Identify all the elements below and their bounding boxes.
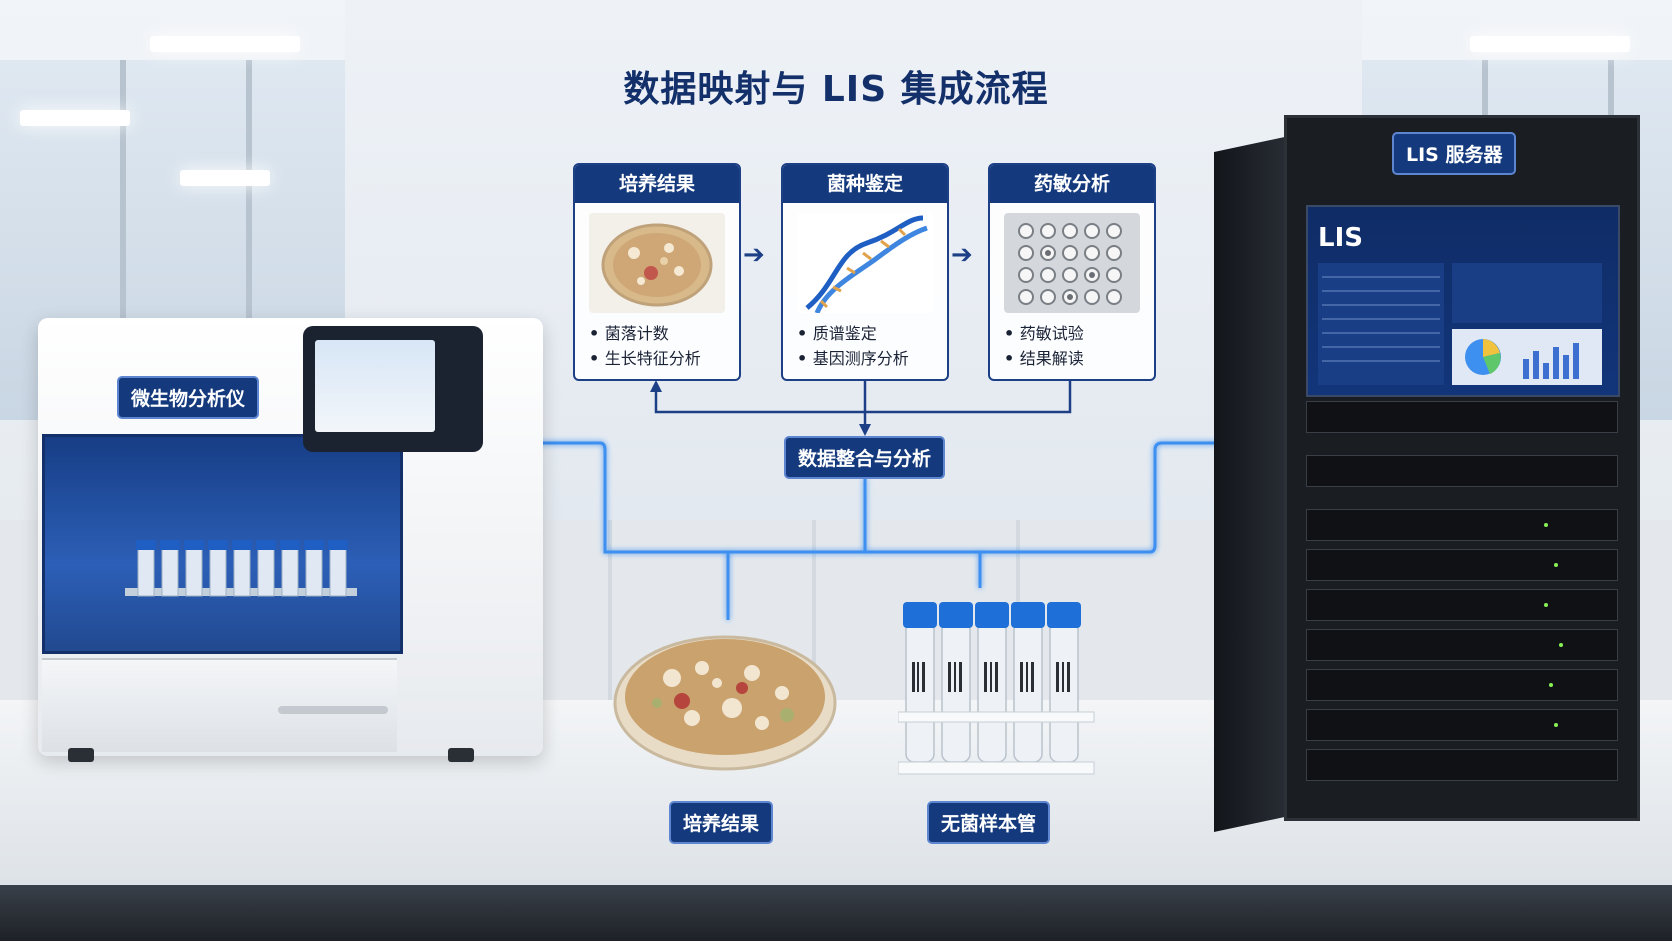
status-led	[1549, 683, 1553, 687]
server-rack-unit	[1306, 589, 1618, 621]
step-card-identification: 菌种鉴定 质谱鉴定 基因测序分析	[781, 163, 949, 381]
step-card-header: 药敏分析	[990, 165, 1154, 203]
ceiling-light	[150, 36, 300, 52]
ceiling-light	[180, 170, 270, 186]
server-side-panel	[1214, 135, 1294, 833]
server-rack-unit	[1306, 509, 1618, 541]
server-rack-unit	[1306, 749, 1618, 781]
analyzer-touchscreen	[303, 326, 483, 452]
server-rack-unit	[1306, 709, 1618, 741]
analyzer-drawer	[42, 658, 397, 752]
status-led	[1554, 723, 1558, 727]
step-item: 生长特征分析	[589, 346, 701, 371]
petri-dish	[613, 635, 837, 771]
step-card-header: 菌种鉴定	[783, 165, 947, 203]
touchscreen-display	[315, 340, 435, 432]
server-monitor-logo: LIS	[1318, 223, 1363, 253]
step-card-list: 菌落计数 生长特征分析	[589, 321, 701, 371]
ceiling-light	[20, 110, 130, 126]
step-card-list: 药敏试验 结果解读	[1004, 321, 1084, 371]
server-rack-unit	[1306, 401, 1618, 433]
step-item: 菌落计数	[589, 321, 701, 346]
arrow-right-icon: ➔	[743, 240, 765, 270]
sample-tubes-rack	[898, 602, 1095, 775]
analyzer-foot	[68, 748, 94, 762]
petri-dish-icon	[589, 213, 725, 313]
step-item: 基因测序分析	[797, 346, 909, 371]
analyzer-foot	[448, 748, 474, 762]
server-label: LIS 服务器	[1392, 132, 1517, 175]
step-item: 药敏试验	[1004, 321, 1084, 346]
culture-label: 培养结果	[669, 801, 774, 844]
status-led	[1554, 563, 1558, 567]
status-led	[1559, 643, 1563, 647]
step-card-susceptibility: 药敏分析 药敏试验 结果解读	[988, 163, 1156, 381]
sterile-tubes-label: 无菌样本管	[927, 801, 1051, 844]
arrow-right-icon: ➔	[951, 240, 973, 270]
step-card-culture: 培养结果 菌落计数 生长特征分析	[573, 163, 741, 381]
step-card-list: 质谱鉴定 基因测序分析	[797, 321, 909, 371]
flow-lines	[650, 380, 1072, 436]
data-integration-label: 数据整合与分析	[784, 436, 946, 479]
diagram-title: 数据映射与 LIS 集成流程	[623, 69, 1049, 110]
step-card-header: 培养结果	[575, 165, 739, 203]
server-monitor: LIS	[1306, 205, 1620, 397]
server-dashboard-icon	[1318, 263, 1602, 385]
tube-rack-icon	[125, 540, 357, 597]
dna-helix-icon	[797, 213, 933, 313]
step-item: 结果解读	[1004, 346, 1084, 371]
server-rack-unit	[1306, 549, 1618, 581]
server-rack-unit	[1306, 629, 1618, 661]
bench-edge	[0, 885, 1672, 941]
lis-server: LIS	[1214, 115, 1640, 833]
well-plate-icon	[1004, 213, 1140, 313]
glow-connectors	[525, 441, 1245, 620]
analyzer-label: 微生物分析仪	[117, 376, 260, 419]
server-rack-unit	[1306, 669, 1618, 701]
ceiling-light	[1470, 36, 1630, 52]
status-led	[1544, 523, 1548, 527]
drawer-handle	[278, 706, 388, 714]
server-rack-unit	[1306, 455, 1618, 487]
status-led	[1544, 603, 1548, 607]
step-item: 质谱鉴定	[797, 321, 909, 346]
